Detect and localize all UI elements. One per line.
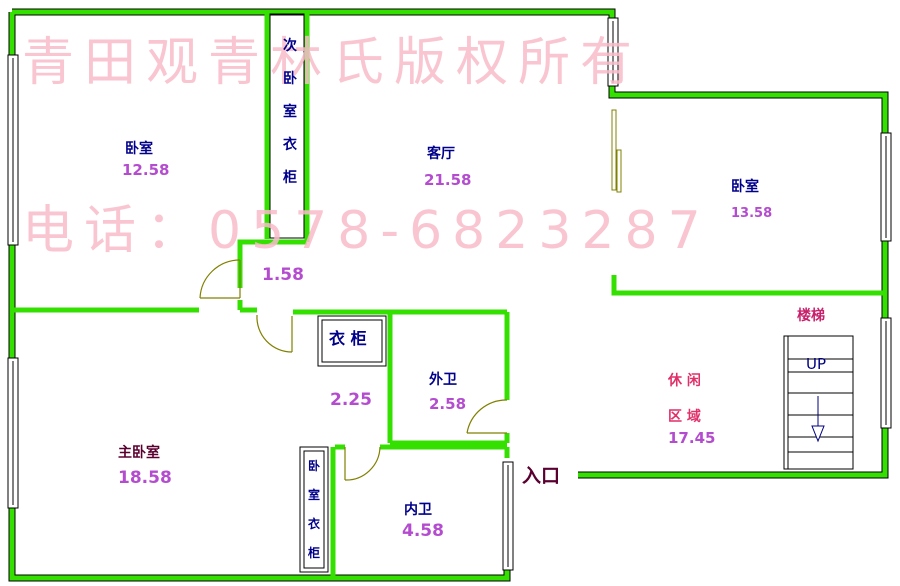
leisure-area: 17.45 <box>668 429 716 447</box>
stairs-name: 楼梯 <box>797 308 825 324</box>
closet-char: 卧 <box>307 459 320 473</box>
living-room-area: 21.58 <box>424 171 472 189</box>
second-bedroom-closet-label: 次 卧 室 衣 柜 <box>280 30 300 195</box>
outer-bath-name: 外卫 <box>429 372 457 388</box>
leisure-name-line2: 区 域 <box>668 409 701 425</box>
master-closet-label: 卧 室 衣 柜 <box>305 452 323 568</box>
stairs-up-label: UP <box>806 355 827 373</box>
bedroom-top-left-area: 12.58 <box>122 161 170 179</box>
closet-char: 室 <box>283 104 297 120</box>
closets <box>269 13 387 573</box>
master-bedroom-area: 18.58 <box>118 468 172 488</box>
hall-area: 1.58 <box>262 265 304 285</box>
closet-char: 室 <box>307 488 320 502</box>
bedroom-right-name: 卧室 <box>731 179 759 195</box>
windows <box>7 17 892 571</box>
closet-char: 柜 <box>307 546 320 560</box>
sliding-door <box>611 109 622 193</box>
closet-char: 次 <box>283 38 297 54</box>
closet-char: 衣 <box>307 517 320 531</box>
bedroom-top-left-name: 卧室 <box>125 141 153 157</box>
leisure-name-line1: 休 闲 <box>668 373 701 389</box>
living-room-name: 客厅 <box>427 146 455 162</box>
closet-name: 衣 柜 <box>329 329 367 348</box>
master-bedroom-name: 主卧室 <box>118 445 160 461</box>
interior-walls <box>12 12 885 578</box>
stairs <box>783 335 854 470</box>
closet-char: 柜 <box>283 170 297 186</box>
corridor-area: 2.25 <box>330 390 372 410</box>
inner-bath-area: 4.58 <box>402 521 444 541</box>
closet-char: 卧 <box>283 71 297 87</box>
entrance-label: 入口 <box>522 465 561 487</box>
outer-bath-area: 2.58 <box>429 395 467 413</box>
door-swings <box>199 259 508 481</box>
closet-char: 衣 <box>283 137 297 153</box>
bedroom-right-area: 13.58 <box>731 206 773 221</box>
inner-bath-name: 内卫 <box>404 502 432 518</box>
